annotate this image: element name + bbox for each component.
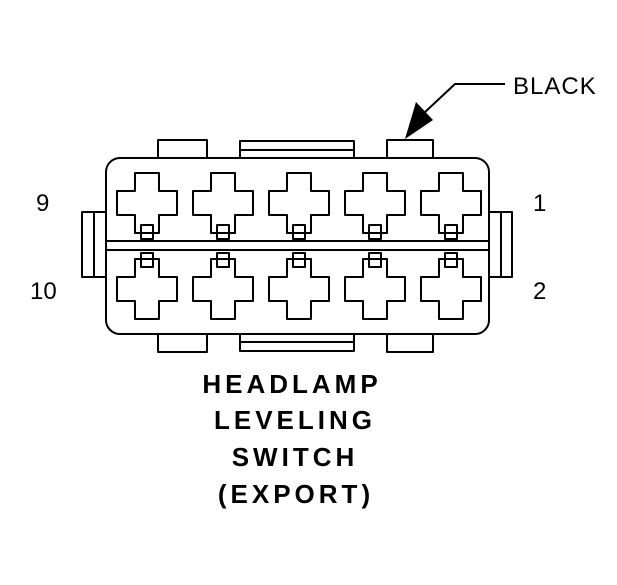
cavity-row1-col1	[116, 172, 178, 234]
cavity-latch-row1-col5	[444, 224, 458, 240]
cavity-row2-col2	[192, 258, 254, 320]
terminal-cavities	[116, 172, 482, 320]
cavity-row2-col5	[420, 258, 482, 320]
cavity-latch-row2-col3	[292, 252, 306, 268]
top-latch-tabs	[157, 139, 434, 158]
cavity-row2-col4	[344, 258, 406, 320]
cavity-latch-row1-col4	[368, 224, 382, 240]
pin-label-bottom-left: 10	[30, 278, 57, 305]
pin-labels: 9 10 1 2	[30, 190, 546, 305]
cavity-latch-row1-col3	[292, 224, 306, 240]
callout-arrowhead	[405, 102, 433, 139]
title-line-2: LEVELING	[214, 405, 376, 435]
cavity-latch-row1-col2	[216, 224, 230, 240]
bottom-tab-right	[386, 334, 434, 353]
pin-label-top-left: 9	[36, 190, 49, 217]
center-divider	[106, 240, 489, 251]
cavity-row2-col1	[116, 258, 178, 320]
cavity-row1-col2	[192, 172, 254, 234]
connector-title: HEADLAMP LEVELING SWITCH (EXPORT)	[202, 369, 381, 509]
cavity-latch-row2-col1	[140, 252, 154, 268]
cavity-row1-col3	[268, 172, 330, 234]
cavity-latch-row2-col2	[216, 252, 230, 268]
top-tab-left	[157, 139, 208, 158]
title-line-4: (EXPORT)	[218, 479, 374, 509]
top-tab-right	[386, 139, 434, 158]
title-line-3: SWITCH	[232, 442, 359, 472]
callout-leader-line	[423, 83, 505, 114]
cavity-row2-col3	[268, 258, 330, 320]
title-line-1: HEADLAMP	[202, 369, 381, 399]
pin-label-bottom-right: 2	[533, 278, 546, 305]
bottom-latch-tabs	[157, 334, 434, 353]
connector-body	[105, 157, 490, 335]
wire-color-callout: BLACK	[405, 73, 597, 139]
cavity-row1-col5	[420, 172, 482, 234]
cavity-row1-col4	[344, 172, 406, 234]
side-ears	[81, 211, 513, 278]
pin-label-top-right: 1	[533, 190, 546, 217]
bottom-tab-left	[157, 334, 208, 353]
cavity-latch-row2-col4	[368, 252, 382, 268]
cavity-latch-row2-col5	[444, 252, 458, 268]
wire-color-label: BLACK	[513, 73, 597, 100]
cavity-latch-row1-col1	[140, 224, 154, 240]
